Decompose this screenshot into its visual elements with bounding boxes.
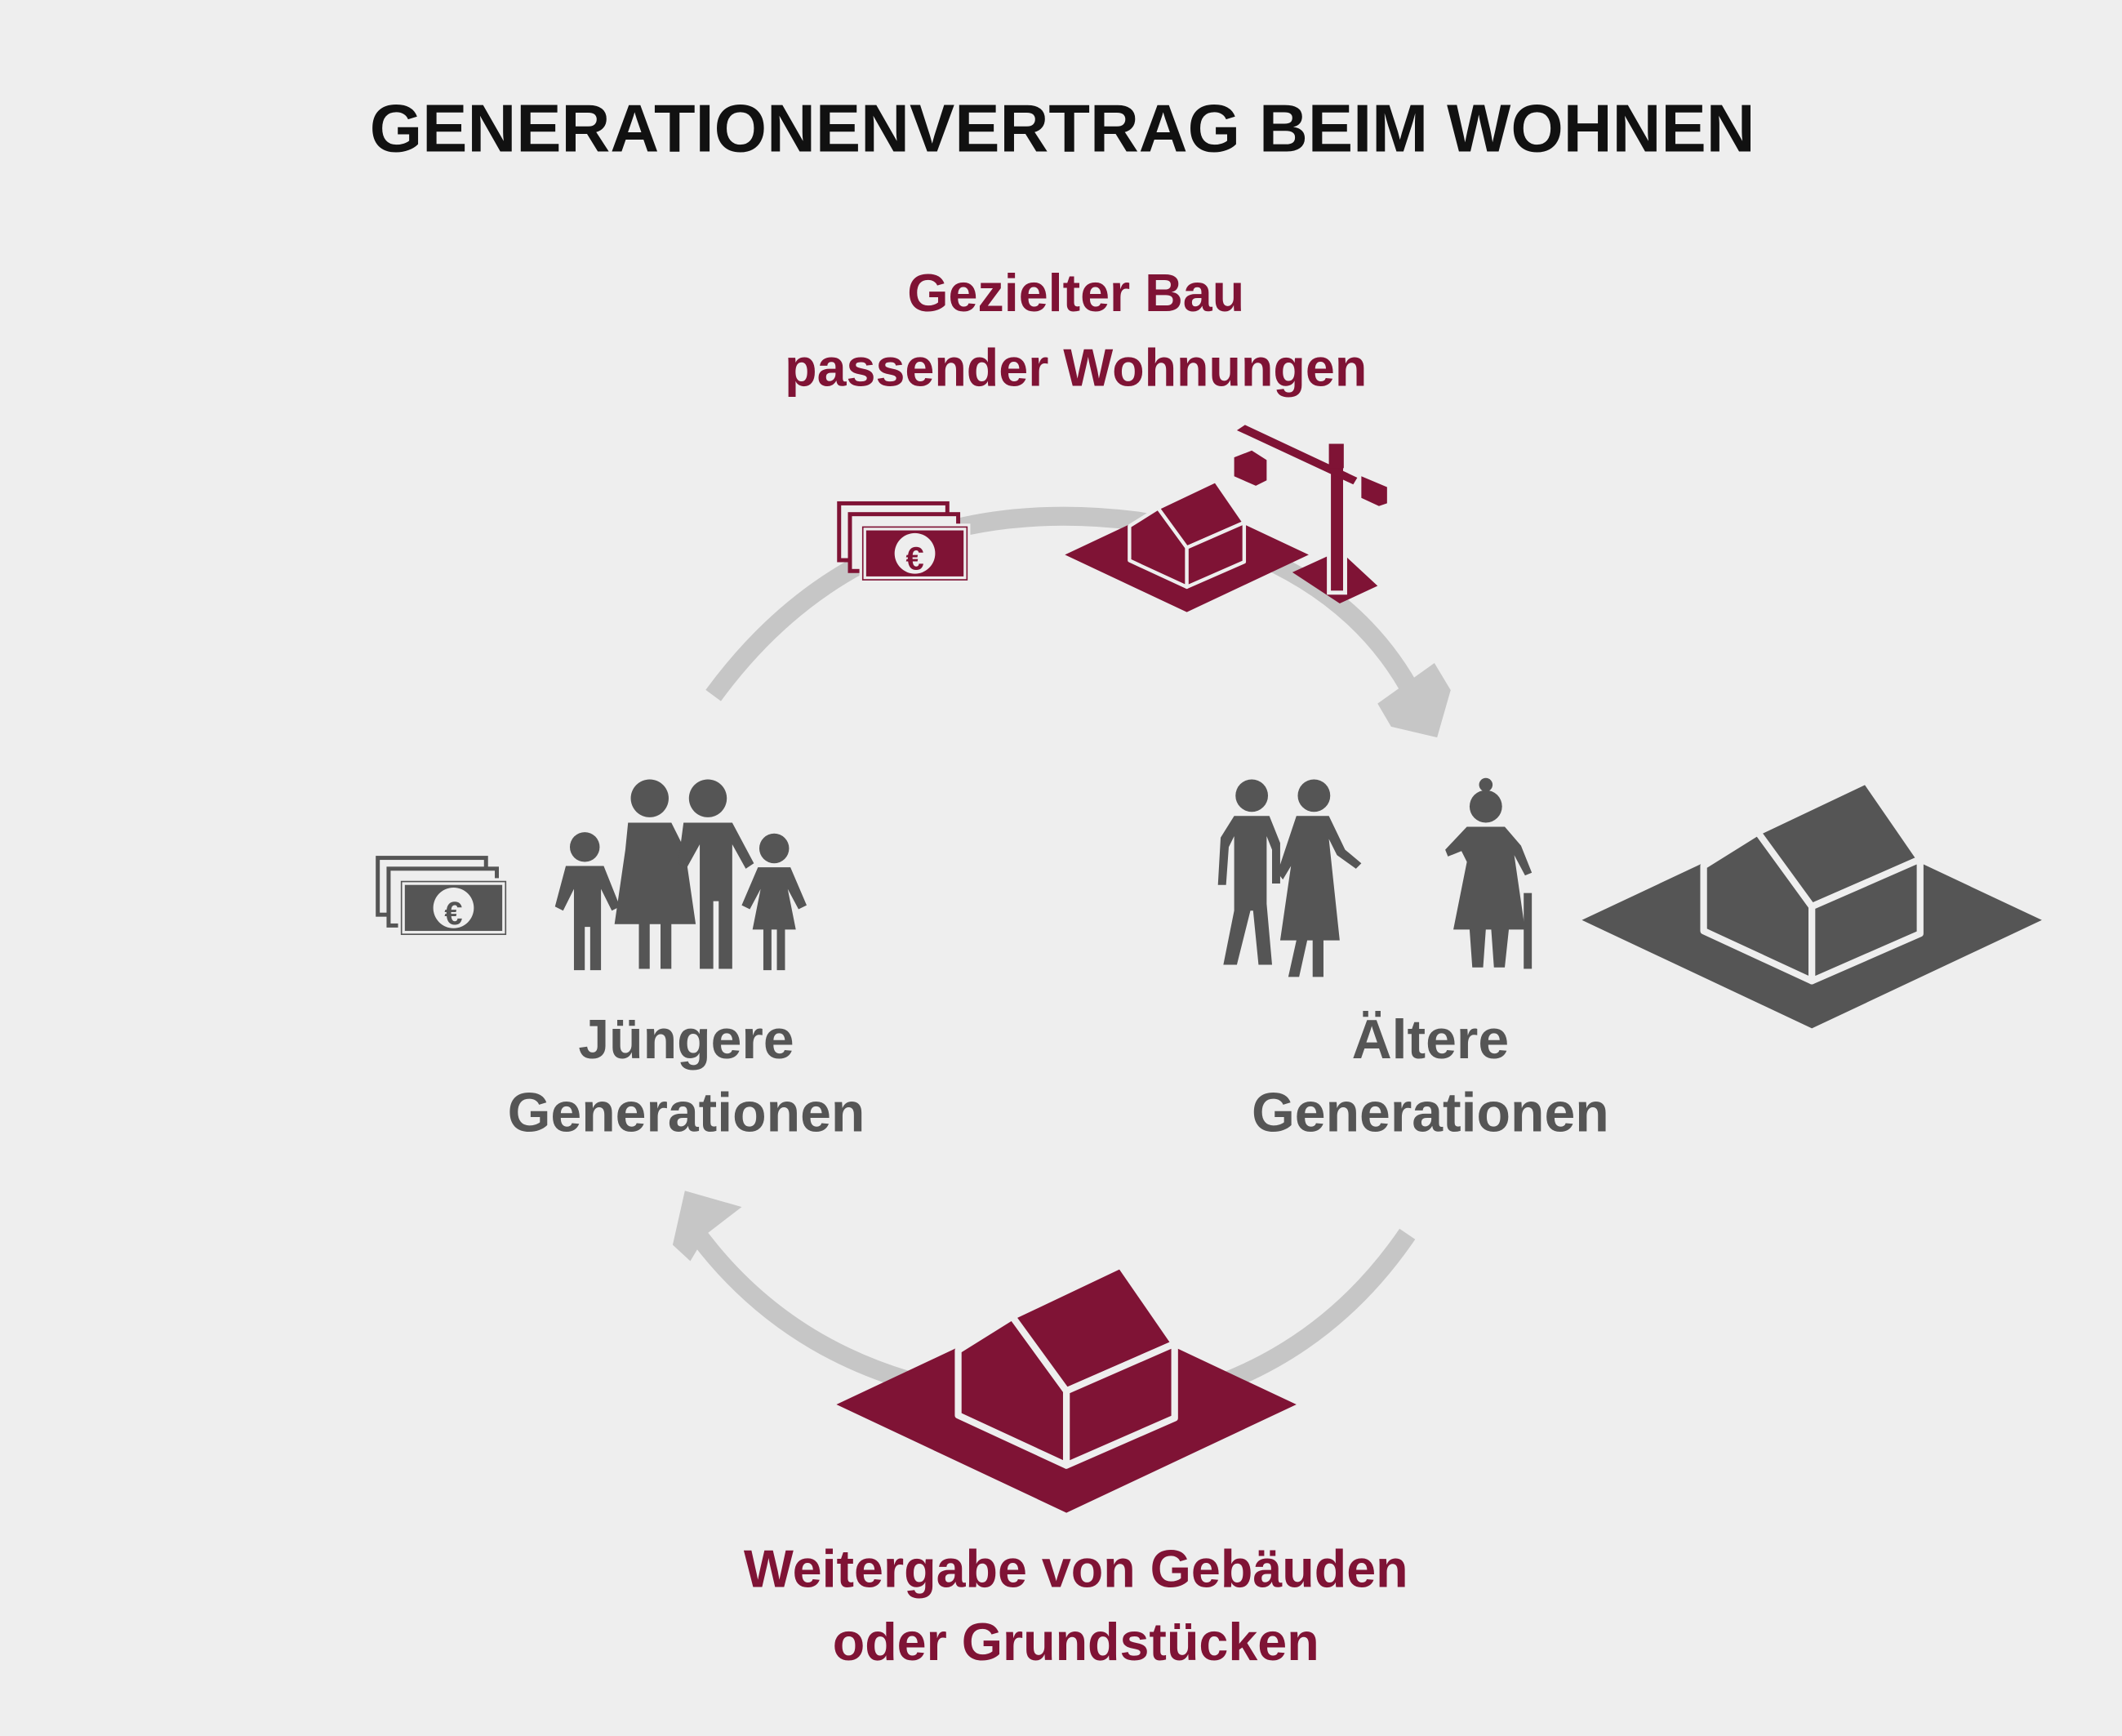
- right-label-line2: Generationen: [1252, 1082, 1609, 1143]
- arrow-bottom-right: [1188, 1228, 1416, 1403]
- young-family-icon: [554, 779, 807, 971]
- euro-symbol: €: [444, 896, 462, 932]
- right-label-line1: Ältere: [1352, 1009, 1510, 1071]
- house-icon-gray: [1581, 781, 2041, 1028]
- top-label-line2: passender Wohnungen: [785, 338, 1367, 397]
- left-label-line1: Jüngere: [578, 1009, 794, 1071]
- money-bills-icon-top: €: [839, 503, 969, 581]
- top-label-line1: Gezielter Bau: [907, 264, 1244, 323]
- arrow-top: [705, 506, 1423, 701]
- arrow-head-left-icon: [672, 1191, 742, 1262]
- euro-symbol: €: [905, 541, 923, 577]
- cycle-arrows: [682, 506, 1423, 1403]
- left-label-line2: Generationen: [508, 1082, 865, 1143]
- bottom-label-line2: oder Grundstücken: [833, 1613, 1319, 1671]
- house-construction-icon: [1065, 425, 1387, 612]
- bottom-label-line1: Weitergabe von Gebäuden: [744, 1540, 1408, 1599]
- house-icon-bottom: [836, 1265, 1296, 1512]
- arrow-head-right-icon: [1377, 662, 1451, 738]
- page-title: GENERATIONENVERTRAG BEIM WOHNEN: [370, 91, 1755, 167]
- money-bills-icon-left: €: [378, 858, 508, 937]
- arrow-bottom-left: [682, 1218, 910, 1390]
- elderly-people-icon: [1217, 777, 1533, 977]
